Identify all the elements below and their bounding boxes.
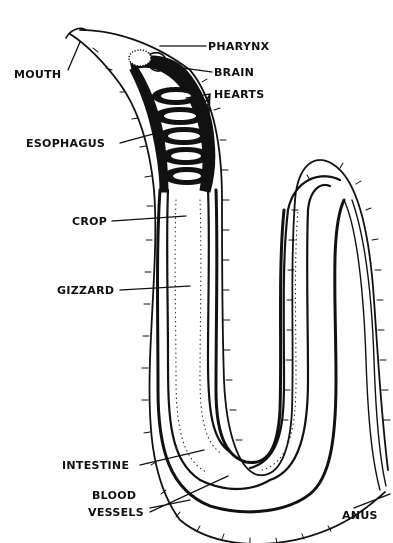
label-gizzard: GIZZARD <box>57 284 114 297</box>
label-blood-vessels-line2: VESSELS <box>88 506 144 519</box>
label-intestine: INTESTINE <box>62 459 129 472</box>
label-blood-vessels-line1: BLOOD <box>92 489 136 502</box>
label-crop: CROP <box>72 215 107 228</box>
leader-lines <box>68 42 390 512</box>
digestive-tract <box>167 176 340 489</box>
label-hearts: HEARTS <box>214 88 264 101</box>
blood-vessels-lines <box>158 190 387 512</box>
label-pharynx: PHARYNX <box>208 40 270 53</box>
label-anus: ANUS <box>342 509 378 522</box>
label-mouth: MOUTH <box>14 68 61 81</box>
head-region <box>66 28 215 192</box>
label-brain: BRAIN <box>214 66 254 79</box>
label-esophagus: ESOPHAGUS <box>26 137 105 150</box>
